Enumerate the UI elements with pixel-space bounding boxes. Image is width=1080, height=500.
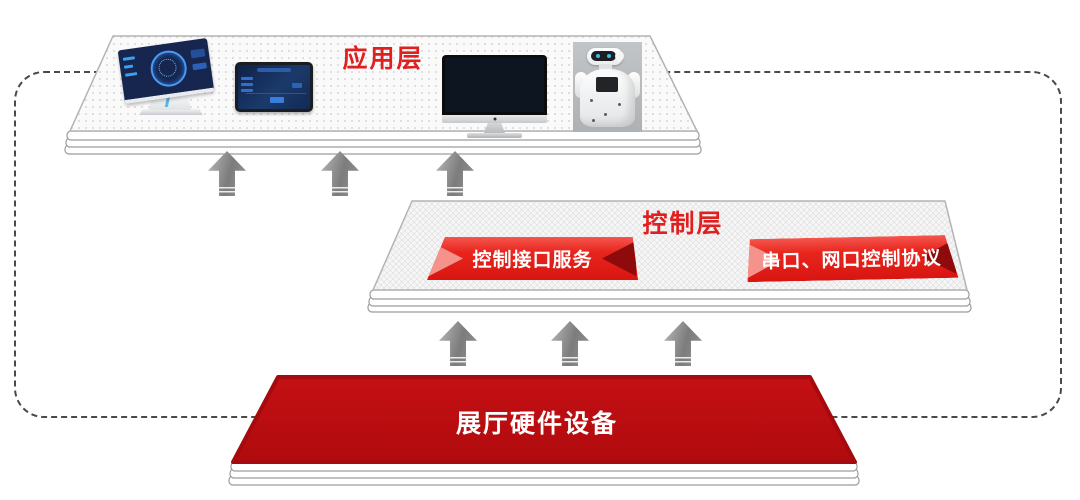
kiosk-screen	[117, 37, 215, 105]
arrow-base-lines	[439, 357, 477, 364]
robot-head	[587, 48, 624, 65]
tablet-screen	[238, 65, 310, 109]
hardware-platform	[228, 375, 860, 486]
kiosk-base	[139, 109, 203, 115]
dashboard-grid	[445, 58, 544, 112]
touchscreen-kiosk-image	[113, 36, 215, 115]
control-layer-title: 控制层	[642, 210, 724, 238]
arrow-base-lines	[436, 187, 474, 194]
control-interface-service-label: 控制接口服务	[472, 250, 593, 271]
control-interface-service-banner: 控制接口服务	[427, 237, 638, 280]
hardware-layer-title: 展厅硬件设备	[455, 410, 618, 438]
monitor-stand	[484, 123, 505, 133]
arrow-base-lines	[551, 357, 589, 364]
robot-chest-screen	[596, 77, 618, 92]
dashboard-monitor-image	[442, 55, 547, 138]
service-robot-image	[573, 42, 642, 132]
arrow-base-lines	[664, 357, 702, 364]
tablet-image	[235, 62, 313, 112]
serial-network-protocol-banner: 串口、网口控制协议	[745, 235, 959, 282]
monitor-base	[467, 133, 522, 138]
arrow-base-lines	[321, 187, 359, 194]
arrow-base-lines	[208, 187, 246, 194]
monitor-chin	[442, 115, 547, 123]
application-layer-title: 应用层	[342, 45, 424, 73]
robot-body	[580, 69, 635, 127]
serial-network-protocol-label: 串口、网口控制协议	[761, 248, 942, 273]
radar-display-icon	[148, 48, 190, 89]
monitor-screen	[442, 55, 547, 115]
robot-visor	[591, 51, 616, 61]
